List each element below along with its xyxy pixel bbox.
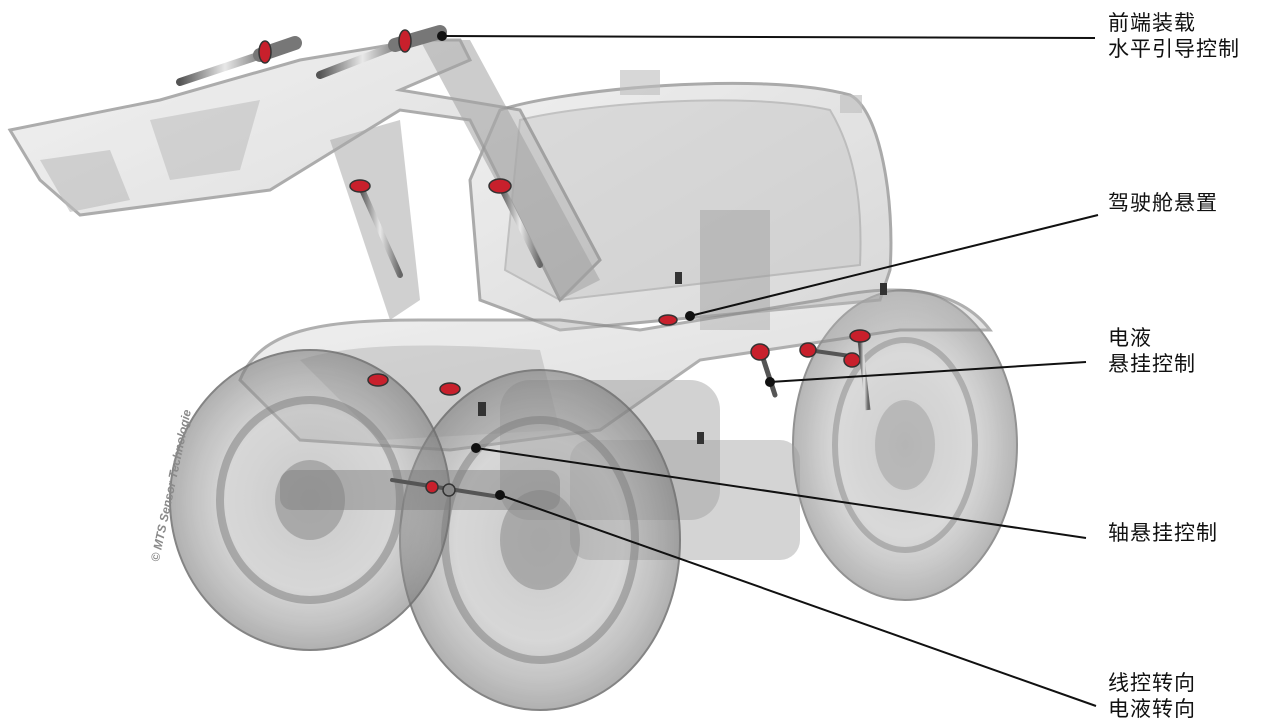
- cab-suspension-sensors: [658, 272, 887, 444]
- hitch-control-sensors: [750, 329, 871, 411]
- label-axle-suspension: 轴悬挂控制: [1108, 520, 1218, 546]
- label-electro-hydraulic-suspension: 电液 悬挂控制: [1108, 325, 1196, 377]
- label-steering-line2: 电液转向: [1108, 697, 1196, 721]
- label-axle-suspension-line1: 轴悬挂控制: [1108, 521, 1218, 545]
- front-axle-suspension-cylinders: [367, 373, 486, 465]
- rear-right-tire: [792, 289, 1018, 601]
- loader-leveling-cylinders: [176, 25, 447, 86]
- leader-line-front-loader: [441, 35, 1096, 39]
- leader-line-hitch-control: [769, 361, 1087, 383]
- leader-line-axle-suspension: [475, 447, 1087, 539]
- label-ehs-line2: 悬挂控制: [1108, 352, 1196, 376]
- label-front-loader-line2: 水平引导控制: [1108, 37, 1240, 61]
- label-steering-line1: 线控转向: [1108, 671, 1196, 695]
- rear-left-tire: [399, 369, 681, 711]
- label-steering: 线控转向 电液转向: [1108, 670, 1196, 722]
- steering-cylinder: [390, 478, 502, 499]
- leader-line-cab-suspension: [689, 214, 1099, 317]
- front-axle: [280, 470, 560, 510]
- label-front-loader: 前端装载 水平引导控制: [1108, 10, 1240, 62]
- leader-lines: [437, 31, 1099, 707]
- leader-line-steering: [499, 494, 1097, 707]
- label-ehs-line1: 电液: [1108, 326, 1152, 350]
- label-front-loader-line1: 前端装载: [1108, 11, 1196, 35]
- label-cab-suspension: 驾驶舱悬置: [1108, 190, 1218, 216]
- label-cab-suspension-line1: 驾驶舱悬置: [1108, 191, 1218, 215]
- loader-lift-cylinders: [349, 178, 543, 278]
